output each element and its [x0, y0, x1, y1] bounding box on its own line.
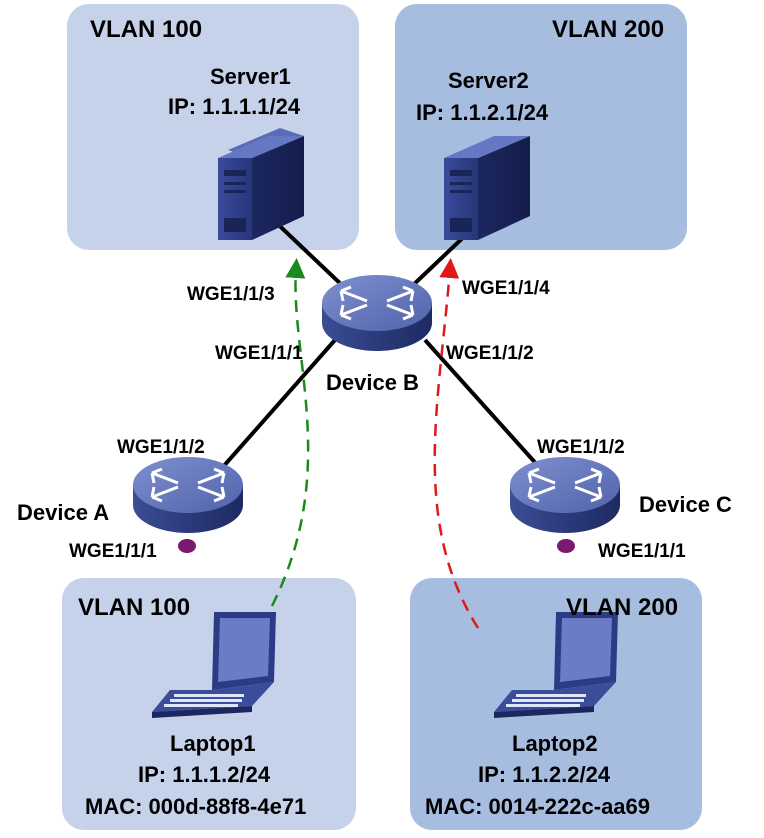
vlan-label: VLAN 200 — [566, 594, 679, 621]
vlan-label: VLAN 200 — [552, 16, 665, 43]
zone-vlan200-servers — [395, 4, 687, 250]
laptop-icon — [152, 612, 276, 718]
port-label: WGE1/1/3 — [187, 284, 275, 305]
port-label: WGE1/1/2 — [446, 343, 534, 364]
server-icon — [444, 136, 530, 240]
laptop-ip: IP: 1.1.2.2/24 — [478, 762, 611, 787]
port-label: WGE1/1/4 — [462, 278, 550, 299]
port-label: WGE1/1/1 — [598, 541, 686, 562]
port-dot — [557, 539, 575, 553]
port-label: WGE1/1/2 — [117, 437, 205, 458]
vlan-label: VLAN 100 — [90, 16, 203, 43]
laptop-mac: MAC: 0014-222c-aa69 — [425, 794, 651, 819]
server-ip: IP: 1.1.2.1/24 — [416, 100, 549, 125]
switch-icon — [322, 275, 432, 351]
device-name: Device A — [17, 500, 110, 525]
switch-icon — [133, 457, 243, 533]
port-dot — [178, 539, 196, 553]
laptop-name: Laptop1 — [170, 731, 256, 756]
port-label: WGE1/1/1 — [215, 343, 303, 364]
switch-icon — [510, 457, 620, 533]
zone-vlan100-servers — [67, 4, 359, 250]
laptop-mac: MAC: 000d-88f8-4e71 — [85, 794, 307, 819]
server-name: Server2 — [448, 68, 529, 93]
device-name: Device B — [326, 370, 419, 395]
flow-arrow-vlan200 — [433, 258, 480, 629]
laptop-name: Laptop2 — [512, 731, 598, 756]
port-label: WGE1/1/2 — [537, 437, 625, 458]
link-devicea-deviceb — [220, 338, 337, 470]
server-ip: IP: 1.1.1.1/24 — [168, 94, 301, 119]
laptop-icon — [494, 612, 618, 718]
server-icon — [218, 128, 304, 240]
link-devicec-deviceb — [423, 338, 542, 470]
port-label: WGE1/1/1 — [69, 541, 157, 562]
server-name: Server1 — [210, 64, 291, 89]
device-name: Device C — [639, 492, 732, 517]
vlan-label: VLAN 100 — [78, 594, 191, 621]
flow-arrow-vlan100 — [270, 258, 310, 607]
laptop-ip: IP: 1.1.1.2/24 — [138, 762, 271, 787]
